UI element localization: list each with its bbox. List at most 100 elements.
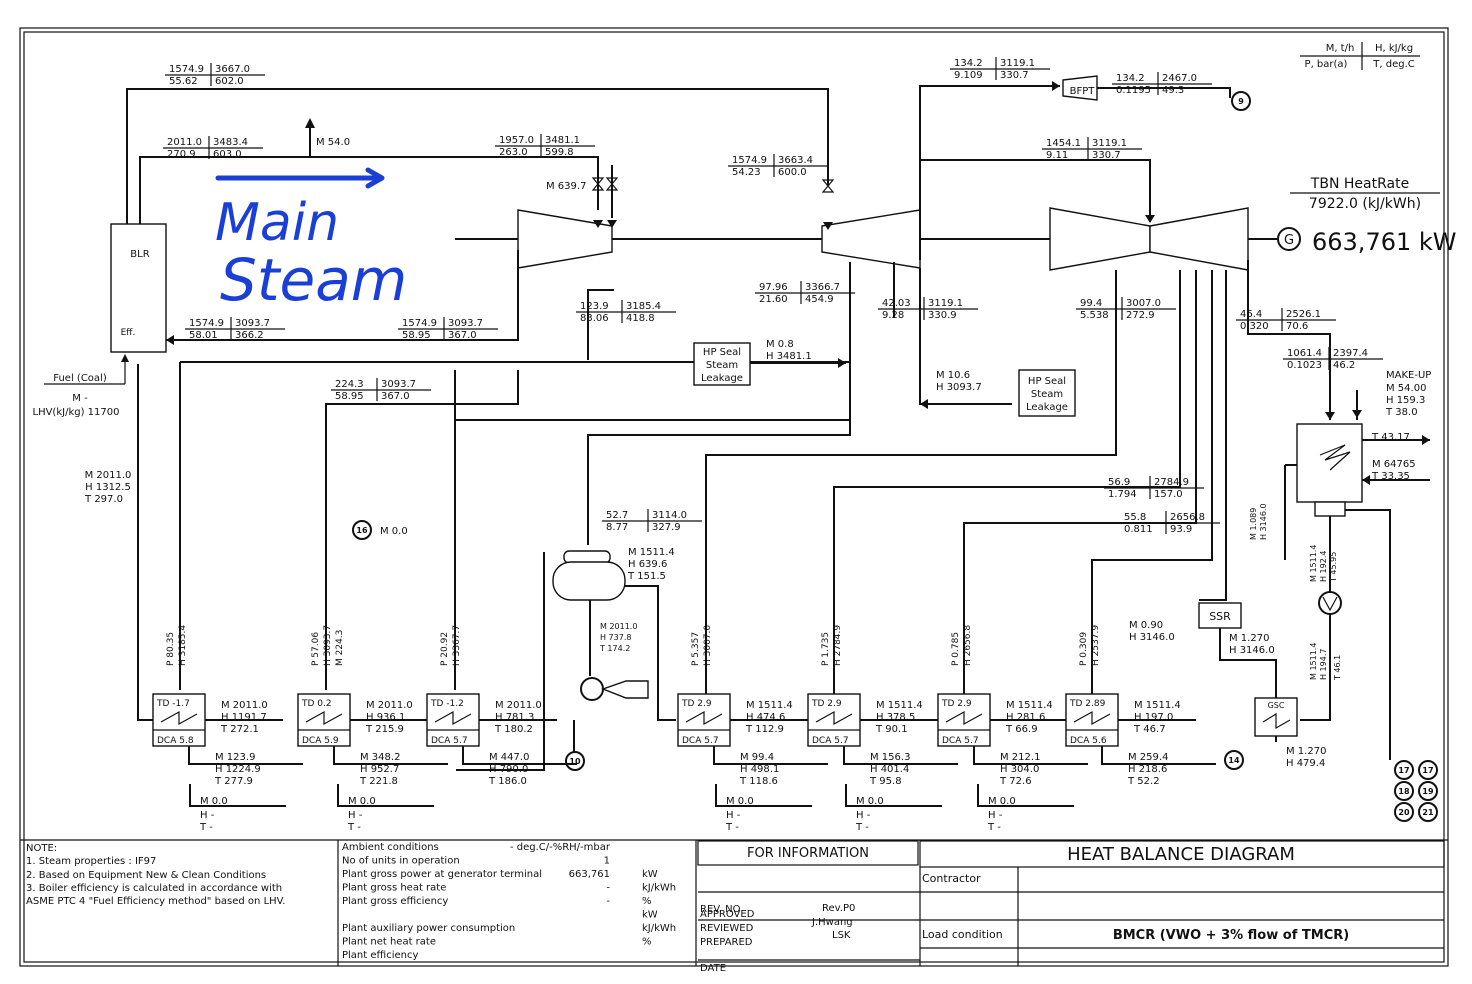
heater-dca: DCA 5.8 xyxy=(157,736,194,746)
drain-line xyxy=(713,746,828,765)
svg-text:Rev.P0: Rev.P0 xyxy=(822,903,855,914)
extraction-enthalpy: H 3185.4 xyxy=(178,625,188,666)
stream-mass: 134.2 xyxy=(954,58,983,69)
hp-seal-leakage-1 xyxy=(693,342,751,386)
svg-text:LHV(kJ/kg) 11700: LHV(kJ/kg) 11700 xyxy=(33,407,120,418)
svg-text:M 10.6: M 10.6 xyxy=(936,370,970,381)
drain-value: T 277.9 xyxy=(214,776,253,787)
stream-temperature: 366.2 xyxy=(235,330,264,341)
stream-enthalpy: 2526.1 xyxy=(1286,309,1321,320)
extraction-pressure: P 5.357 xyxy=(691,632,701,666)
condition-unit: kJ/kWh xyxy=(642,883,676,894)
stream-enthalpy: 2397.4 xyxy=(1333,348,1368,359)
diagram-title: HEAT BALANCE DIAGRAM xyxy=(1067,844,1295,865)
stream-enthalpy: 3119.1 xyxy=(1000,58,1035,69)
stream-pressure: 58.01 xyxy=(189,330,218,341)
zero-drain-h: H - xyxy=(726,810,741,821)
heater-dca: DCA 5.9 xyxy=(302,736,339,746)
stream-enthalpy: 3667.0 xyxy=(215,64,250,75)
svg-text:HP Seal: HP Seal xyxy=(703,347,741,358)
control-valves xyxy=(591,177,835,193)
heater-outlet-values: M 2011.0H 781.3T 180.2 xyxy=(494,700,542,735)
condition-value: - xyxy=(606,883,610,894)
svg-text:T 38.0: T 38.0 xyxy=(1385,407,1418,418)
outlet-value: M 1511.4 xyxy=(746,700,793,711)
zero-drain-21: M 0.0H -T - xyxy=(977,784,1074,833)
bfpt xyxy=(1062,75,1098,101)
stream-enthalpy: 3119.1 xyxy=(928,298,963,309)
svg-text:T 174.2: T 174.2 xyxy=(599,644,630,653)
drain-value: M 447.0 xyxy=(489,752,529,763)
stream-temperature: 49.3 xyxy=(1162,85,1184,96)
node-18: 18 xyxy=(1394,781,1414,801)
extraction-pressure: P 20.92 xyxy=(440,632,450,666)
outlet-value: T 46.7 xyxy=(1133,724,1166,735)
svg-text:REVIEWED: REVIEWED xyxy=(700,923,754,934)
heater-td: TD 2.9 xyxy=(681,699,712,709)
heater-drain-values: M 156.3H 401.4T 95.8 xyxy=(869,752,910,787)
stream-mass: 52.7 xyxy=(606,510,628,521)
condition-unit: % xyxy=(642,896,652,907)
node-circle xyxy=(1418,802,1438,822)
stream-mass: 1574.9 xyxy=(189,318,224,329)
stream-enthalpy: 3093.7 xyxy=(448,318,483,329)
condition-row: kW xyxy=(642,910,658,921)
stream-mass: 1574.9 xyxy=(402,318,437,329)
drain-line xyxy=(188,746,303,765)
node-label: 9 xyxy=(1238,97,1244,106)
drain-line xyxy=(1101,746,1216,765)
heater-dca: DCA 5.7 xyxy=(812,736,849,746)
node-label: 14 xyxy=(1228,756,1240,765)
zero-drain-t: T - xyxy=(725,822,739,833)
zero-drain-line xyxy=(977,784,1074,807)
stream-enthalpy: 3114.0 xyxy=(652,510,687,521)
svg-text:M 1511.4: M 1511.4 xyxy=(1309,643,1318,680)
node-circle xyxy=(565,751,585,771)
node-label-dup: 17 xyxy=(1422,766,1433,775)
extraction-enthalpy: H 2656.8 xyxy=(963,625,973,666)
svg-text:DATE: DATE xyxy=(700,963,726,974)
outlet-value: H 281.6 xyxy=(1006,712,1045,723)
svg-text:H 159.3: H 159.3 xyxy=(1386,395,1425,406)
svg-text:G: G xyxy=(1284,233,1294,248)
stream-enthalpy: 3007.0 xyxy=(1126,298,1161,309)
svg-text:T, deg.C: T, deg.C xyxy=(1372,59,1414,70)
svg-text:Leakage: Leakage xyxy=(701,373,743,384)
heater-drain-values: M 447.0H 790.0T 186.0 xyxy=(488,752,529,787)
zero-drain-m: M 0.0 xyxy=(726,796,754,807)
stream-mass: 1957.0 xyxy=(499,135,534,146)
stream-mass: 42.03 xyxy=(882,298,911,309)
heater-td: TD 0.2 xyxy=(301,699,332,709)
zero-drain-line xyxy=(715,784,812,807)
outlet-value: H 936.1 xyxy=(366,712,405,723)
generator-icon xyxy=(1277,227,1301,251)
heater-dca: DCA 5.6 xyxy=(1070,736,1107,746)
stream-pressure: 1.794 xyxy=(1108,489,1137,500)
stream-temperature: 272.9 xyxy=(1126,310,1155,321)
condition-row: Ambient conditions- deg.C/-%RH/-mbar xyxy=(342,842,611,853)
drain-value: T 118.6 xyxy=(739,776,778,787)
condition-label: Plant gross heat rate xyxy=(342,883,446,894)
for-information: FOR INFORMATION xyxy=(747,846,869,861)
heater-tube-icon xyxy=(815,710,853,726)
svg-text:BLR: BLR xyxy=(130,249,149,260)
stream-pressure: 58.95 xyxy=(335,391,364,402)
svg-text:M 64765: M 64765 xyxy=(1372,459,1416,470)
svg-text:LSK: LSK xyxy=(832,930,851,941)
svg-text:Main: Main xyxy=(215,193,339,253)
condition-unit: kW xyxy=(642,910,658,921)
svg-text:REV. NO: REV. NO xyxy=(700,904,741,915)
drain-value: H 218.6 xyxy=(1128,764,1167,775)
extraction-pressure: P 80.35 xyxy=(166,632,176,666)
feedwater-pump-icon xyxy=(580,677,604,701)
